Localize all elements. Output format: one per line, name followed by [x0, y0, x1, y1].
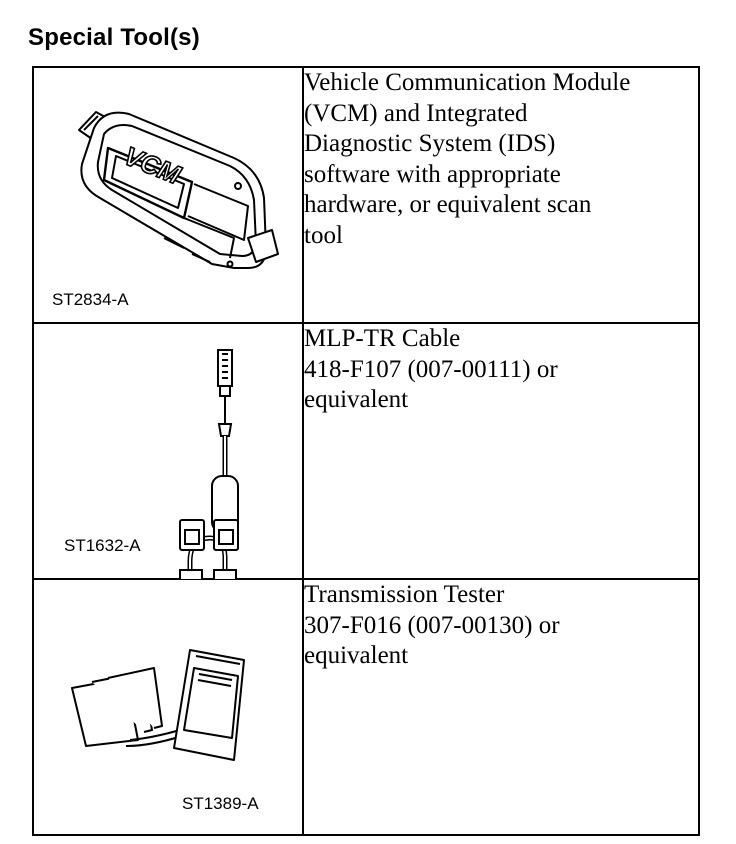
description-line: Transmission Tester [304, 581, 505, 608]
description-line: tool [304, 221, 343, 249]
description-line: equivalent [304, 386, 409, 413]
tool-row: ST1632-A MLP-TR Cable 418-F107 (007-0011… [32, 322, 700, 580]
description-line: software with appropriate [304, 160, 561, 188]
page-heading: Special Tool(s) [28, 24, 200, 51]
transmission-tester-illustration [71, 649, 245, 761]
description-line: Diagnostic System (IDS) [304, 130, 556, 157]
tool-caption: ST2834-A [52, 290, 129, 309]
tool-row: VCM ST2834-A Vehicle Communication Modul… [32, 66, 700, 324]
description-line: hardware, or equivalent scan [304, 191, 592, 218]
tool-description: MLP-TR Cable 418-F107 (007-00111) or equ… [302, 322, 700, 580]
special-tools-table: VCM ST2834-A Vehicle Communication Modul… [32, 66, 700, 836]
description-line: equivalent [304, 642, 409, 669]
description-line: (VCM) and Integrated [304, 99, 528, 127]
cable-connectors [179, 519, 239, 551]
vcm-module-illustration: VCM [78, 111, 279, 269]
tool-image-cell: ST1389-A [32, 578, 304, 836]
mlp-tr-cable-illustration [179, 349, 239, 580]
tool-row: ST1389-A Transmission Tester 307-F016 (0… [32, 578, 700, 836]
tool-caption: ST1632-A [64, 536, 141, 555]
tool-image-cell: VCM ST2834-A [32, 66, 304, 324]
tool-description: Transmission Tester 307-F016 (007-00130)… [302, 578, 700, 836]
description-line: 307-F016 (007-00130) or [304, 611, 560, 639]
tool-image-cell: ST1632-A [32, 322, 304, 580]
description-line: 418-F107 (007-00111) or [304, 355, 558, 383]
tool-caption: ST1389-A [182, 794, 259, 813]
description-line: MLP-TR Cable [304, 325, 461, 352]
tool-description: Vehicle Communication Module (VCM) and I… [302, 66, 700, 324]
description-line: Vehicle Communication Module [304, 69, 631, 96]
